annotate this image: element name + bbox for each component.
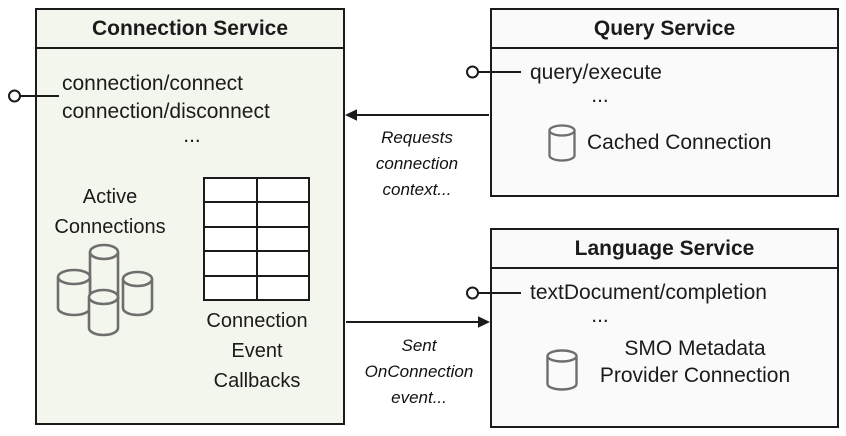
callbacks-table-cell <box>257 203 308 226</box>
database-icon <box>548 124 576 162</box>
connection-service-title: Connection Service <box>37 10 343 49</box>
databases-cluster-icon <box>56 243 154 337</box>
method-textdocument-completion: textDocument/completion <box>530 281 767 304</box>
active-connections-label: Active Connections <box>54 186 166 238</box>
callbacks-table-cell <box>205 179 256 202</box>
callbacks-table-cell <box>257 179 308 202</box>
database-icon <box>546 349 578 391</box>
callbacks-table-cell <box>257 276 308 299</box>
query-service-title: Query Service <box>492 10 837 49</box>
callbacks-table-cell <box>257 252 308 275</box>
sent-onconnection-event-label: Sent OnConnection event... <box>364 336 474 407</box>
callbacks-table <box>203 177 310 301</box>
database-cylinder-icon <box>121 270 154 317</box>
connection-event-callbacks-label: Connection Event Callbacks <box>206 310 308 392</box>
callbacks-table-cell <box>205 252 256 275</box>
callbacks-table-cell <box>257 227 308 251</box>
connection-service-box: Connection Service connection/connect co… <box>35 8 345 425</box>
language-service-title: Language Service <box>492 230 837 269</box>
database-cylinder-icon <box>87 288 120 337</box>
requests-connection-context-label: Requests connection context... <box>375 128 459 199</box>
connection-methods-ellipsis: ... <box>183 124 201 147</box>
query-methods-ellipsis: ... <box>591 84 609 107</box>
requests-connection-arrow <box>345 109 489 121</box>
language-methods-ellipsis: ... <box>591 304 609 327</box>
method-query-execute: query/execute <box>530 61 662 84</box>
database-cylinder-icon <box>56 268 92 317</box>
callbacks-table-cell <box>205 227 256 251</box>
language-service-box: Language Service textDocument/completion… <box>490 228 839 428</box>
onconnection-event-arrow <box>346 316 490 328</box>
query-service-box: Query Service query/execute ... Cached C… <box>490 8 839 197</box>
method-connection-disconnect: connection/disconnect <box>62 100 270 123</box>
callbacks-table-cell <box>205 203 256 226</box>
cached-connection-label: Cached Connection <box>587 131 772 154</box>
smo-metadata-provider-label: SMO Metadata Provider Connection <box>599 337 791 387</box>
method-connection-connect: connection/connect <box>62 72 243 95</box>
callbacks-table-cell <box>205 276 256 299</box>
